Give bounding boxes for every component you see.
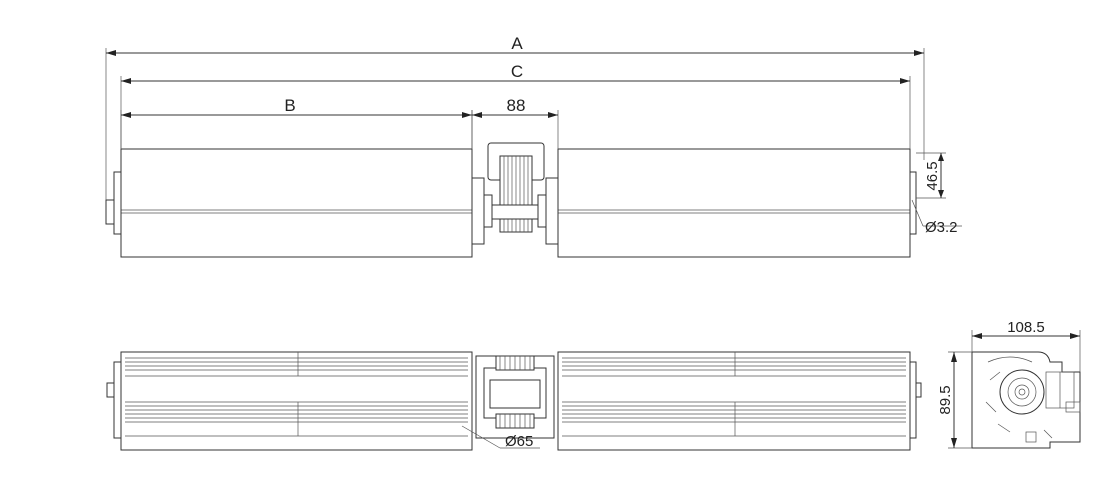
dimension-a-label: A xyxy=(511,34,523,53)
dimension-b: B xyxy=(120,96,473,149)
motor-front xyxy=(471,142,559,245)
hole-diameter-label: Ø3.2 xyxy=(925,219,958,236)
dimension-b-label: B xyxy=(284,96,295,115)
dimension-89-5-label: 89.5 xyxy=(937,385,954,414)
dimension-88: 88 xyxy=(471,96,559,149)
right-outlet xyxy=(557,351,911,451)
dimension-88-label: 88 xyxy=(507,96,526,115)
hole-callout: Ø3.2 xyxy=(911,199,962,236)
front-view: A C B 88 xyxy=(105,34,962,258)
left-end-mount xyxy=(105,199,115,225)
dimension-89-5: 89.5 xyxy=(937,351,972,449)
dimension-c-label: C xyxy=(511,62,523,81)
left-end-plate xyxy=(113,171,122,235)
left-outlet xyxy=(120,351,473,451)
dimension-a: A xyxy=(105,34,925,200)
side-view: 108.5 89.5 xyxy=(937,319,1081,449)
bottom-view: Ø65 xyxy=(106,351,922,451)
motor-bottom xyxy=(475,355,555,439)
dimension-108-5: 108.5 xyxy=(971,319,1081,372)
dimension-46-5-label: 46.5 xyxy=(924,161,941,190)
dimension-46-5: 46.5 xyxy=(916,152,946,199)
dimension-c: C xyxy=(120,62,911,149)
dimension-108-5-label: 108.5 xyxy=(1007,319,1045,336)
right-housing xyxy=(557,148,911,258)
left-housing xyxy=(120,148,473,258)
impeller-callout: Ø65 xyxy=(461,425,540,450)
hub-circle xyxy=(999,369,1045,415)
impeller-diameter-label: Ø65 xyxy=(505,433,533,450)
